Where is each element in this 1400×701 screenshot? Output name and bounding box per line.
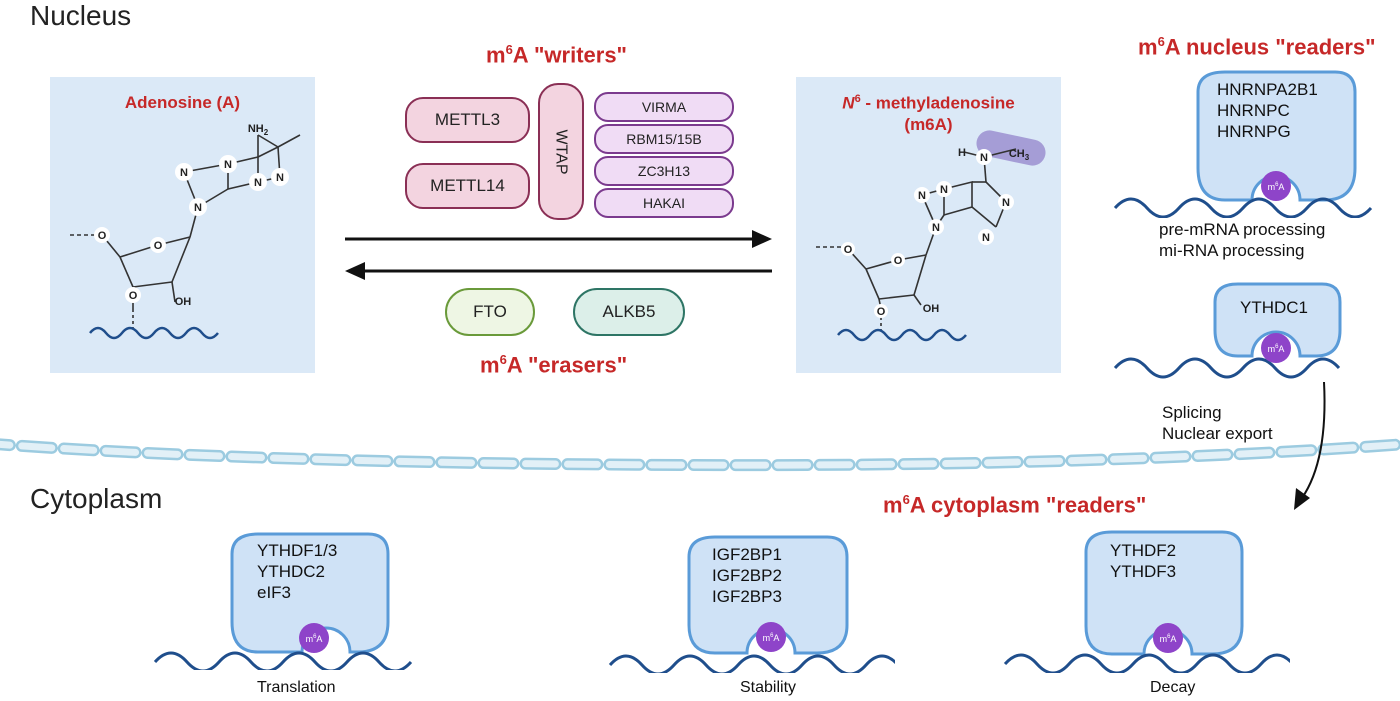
- m6a-badge-text: m6A: [1268, 344, 1285, 354]
- atom-n: N: [982, 232, 990, 244]
- adenosine-title: Adenosine (A): [124, 93, 241, 112]
- m6a-badge-text: m6A: [763, 633, 780, 643]
- nucleus-reader-1-functions: pre-mRNA processing mi-RNA processing: [1159, 220, 1326, 260]
- atom-h: H: [958, 147, 966, 159]
- methyl-highlight: [976, 130, 1046, 166]
- adenosine-structure: N N N N N O O O OH NH2: [70, 123, 301, 340]
- atom-n: N: [254, 177, 262, 189]
- atom-o: O: [894, 255, 903, 267]
- cytoplasm-reader-stability-proteins: IGF2BP1 IGF2BP2 IGF2BP3: [712, 545, 782, 606]
- wtap-pill: WTAP: [538, 83, 584, 220]
- atom-n: N: [1002, 197, 1010, 209]
- cytoplasm-reader-stability: m6A: [608, 535, 895, 673]
- m6a-badge: [1153, 623, 1183, 653]
- cytoplasm-reader-translation: m6A: [153, 532, 413, 670]
- nuclear-membrane: [0, 438, 1400, 472]
- cytoplasm-reader-decay-proteins: YTHDF2 YTHDF3: [1110, 541, 1177, 581]
- reverse-arrowhead: [345, 262, 365, 280]
- atom-o: O: [154, 240, 163, 252]
- cytoplasm-reader-translation-proteins: YTHDF1/3 YTHDC2 eIF3: [257, 541, 338, 602]
- rna-strand: [89, 326, 219, 340]
- atom-o: O: [877, 306, 886, 318]
- m6a-badge-text: m6A: [1160, 634, 1177, 644]
- cytoplasm-readers-title: m6A cytoplasm "readers": [883, 492, 1147, 518]
- stability-label: Stability: [740, 679, 797, 696]
- atom-n: N: [918, 190, 926, 202]
- atom-n: N: [276, 172, 284, 184]
- nucleus-reader-2-functions: Splicing Nuclear export: [1162, 403, 1273, 443]
- translation-label: Translation: [257, 679, 336, 696]
- reaction-arrows: [345, 230, 772, 280]
- adenosine-panel: Adenosine (A): [50, 77, 315, 373]
- virma-pill: VIRMA: [594, 92, 734, 122]
- writers-title: m6A "writers": [486, 42, 627, 68]
- atom-oh: OH: [923, 303, 940, 315]
- zc3h13-pill: ZC3H13: [594, 156, 734, 186]
- atom-oh: OH: [175, 296, 192, 308]
- rna-strand: [153, 651, 413, 670]
- atom-n: N: [940, 184, 948, 196]
- cytoplasm-reader-decay: m6A: [1003, 530, 1290, 673]
- atom-ch3: CH3: [1009, 148, 1030, 162]
- m6a-badge: [299, 623, 329, 653]
- nucleus-label: Nucleus: [30, 0, 132, 31]
- alkb5-pill: ALKB5: [573, 288, 685, 336]
- atom-nh2: NH2: [248, 123, 269, 137]
- m6a-badge-text: m6A: [306, 634, 323, 644]
- atom-n: N: [980, 152, 988, 164]
- decay-label: Decay: [1150, 679, 1196, 696]
- mettl14-pill: METTL14: [405, 163, 530, 209]
- nucleus-reader-2-proteins: YTHDC1: [1240, 298, 1309, 317]
- rna-strand: [1113, 357, 1341, 379]
- rna-strand: [837, 328, 967, 342]
- erasers-title: m6A "erasers": [480, 352, 628, 378]
- atom-n: N: [932, 222, 940, 234]
- fto-pill: FTO: [445, 288, 535, 336]
- export-arrow: [1294, 381, 1326, 510]
- m6a-badge: [1261, 333, 1291, 363]
- m6a-badge-text: m6A: [1268, 182, 1285, 192]
- atom-n: N: [180, 167, 188, 179]
- rna-strand: [608, 654, 895, 673]
- rna-strand: [1003, 653, 1290, 673]
- forward-arrowhead: [752, 230, 772, 248]
- atom-n: N: [224, 159, 232, 171]
- m6a-badge: [756, 622, 786, 652]
- nucleus-reader-1: m6A: [1113, 70, 1373, 218]
- nucleus-reader-2: m6A: [1113, 282, 1342, 379]
- atom-o: O: [129, 290, 138, 302]
- m6a-badge: [1261, 171, 1291, 201]
- methyladenosine-panel: N6 - methyladenosine (m6A): [796, 77, 1061, 373]
- atom-o: O: [98, 230, 107, 242]
- rna-strand: [1113, 197, 1373, 218]
- nucleus-reader-1-proteins: HNRNPA2B1 HNRNPC HNRNPG: [1217, 80, 1318, 141]
- nucleus-readers-title: m6A nucleus "readers": [1138, 34, 1376, 60]
- atom-o: O: [844, 244, 853, 256]
- methyladenosine-structure: H N CH3 N N N N N O O O OH: [816, 130, 1046, 342]
- mettl3-pill: METTL3: [405, 97, 530, 143]
- methyladenosine-title: N6 - methyladenosine (m6A): [842, 93, 1015, 134]
- rbm15-pill: RBM15/15B: [594, 124, 734, 154]
- hakai-pill: HAKAI: [594, 188, 734, 218]
- cytoplasm-label: Cytoplasm: [30, 483, 163, 514]
- atom-n: N: [194, 202, 202, 214]
